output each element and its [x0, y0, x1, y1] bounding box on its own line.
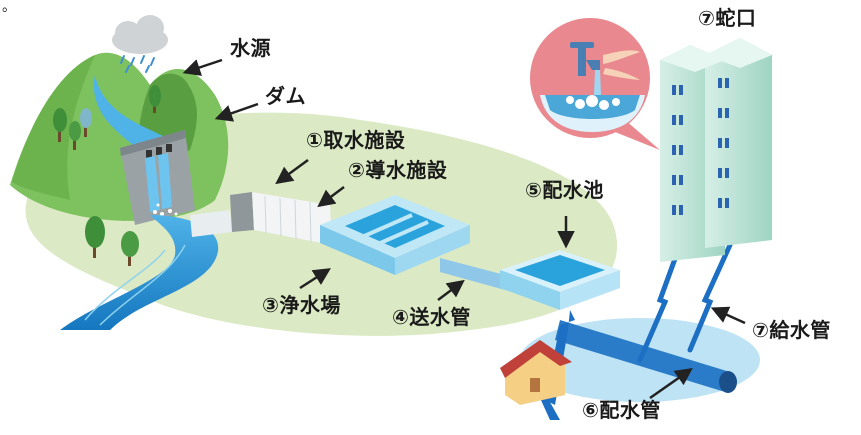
- label-intake: ①取水施設: [306, 128, 406, 152]
- label-conveyance: ②導水施設: [348, 158, 448, 182]
- label-transmission: ④送水管: [392, 305, 471, 329]
- building-windows: [672, 78, 729, 215]
- tree-group: [53, 85, 161, 266]
- label-faucet: ⑦蛇口: [698, 6, 757, 30]
- label-arrows: [182, 58, 746, 400]
- dam-structure: [120, 130, 195, 225]
- label-dam: ダム: [265, 84, 306, 108]
- corner-mark: 。: [2, 0, 16, 15]
- label-reservoir: ⑤配水池: [525, 178, 604, 202]
- house: [500, 340, 572, 405]
- label-service-pipe: ⑦給水管: [752, 318, 831, 342]
- label-distribution-main: ⑥配水管: [582, 398, 661, 422]
- mountain-group: [10, 52, 229, 221]
- label-water-source: 水源: [230, 36, 271, 60]
- lower-river: [60, 215, 219, 330]
- distribution-reservoir: [500, 250, 620, 310]
- label-purification: ③浄水場: [262, 293, 341, 317]
- rain-cloud-icon: [112, 15, 168, 73]
- intake-facility: [190, 192, 332, 245]
- purification-plant: [320, 195, 470, 275]
- service-pipes: [637, 242, 733, 363]
- apartment-buildings: [660, 38, 772, 262]
- transmission-pipe: [440, 258, 505, 290]
- faucet-callout: [530, 18, 660, 150]
